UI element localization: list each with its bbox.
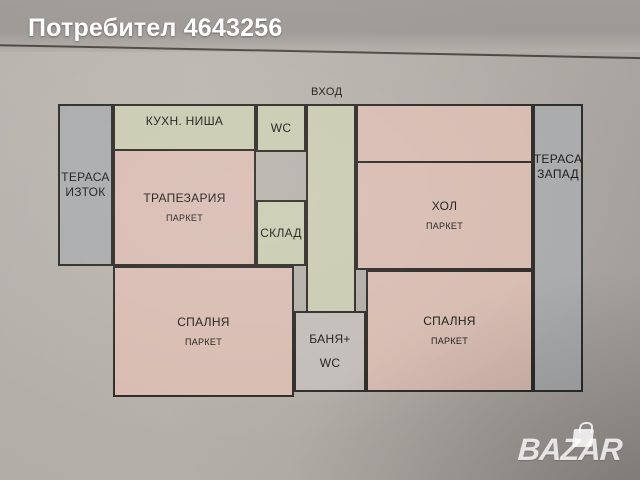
room-sklad[interactable]: СКЛАД xyxy=(256,200,306,266)
room-hol-upper-band[interactable] xyxy=(356,104,533,163)
watermark-text: BAZAR xyxy=(516,432,623,467)
room-name-line2: ИЗТОК xyxy=(65,185,106,199)
room-flooring: ПАРКЕТ xyxy=(184,336,223,347)
room-name: БАНЯ+ xyxy=(309,332,351,346)
room-kuhn-nisha[interactable]: КУХН. НИША xyxy=(113,104,256,151)
room-wc[interactable]: WC xyxy=(256,104,306,152)
room-banya-wc[interactable]: БАНЯ+ WC xyxy=(294,311,366,392)
room-trapezaria[interactable]: ТРАПЕЗАРИЯ ПАРКЕТ xyxy=(113,151,256,266)
room-name-line2: ЗАПАД xyxy=(537,167,579,181)
room-name: СКЛАД xyxy=(260,225,302,240)
room-spalnya-left[interactable]: СПАЛНЯ ПАРКЕТ xyxy=(113,266,294,397)
room-name: ТРАПЕЗАРИЯ xyxy=(143,190,226,205)
room-flooring: ПАРКЕТ xyxy=(425,220,464,231)
room-name: ХОЛ xyxy=(431,198,458,213)
room-name: СПАЛНЯ xyxy=(177,314,230,329)
room-terasa-zapad[interactable]: ТЕРАСА ЗАПАД xyxy=(533,104,583,392)
page-title: Потребител 4643256 xyxy=(28,14,283,42)
room-koridor[interactable] xyxy=(306,104,356,321)
bazar-watermark: BAZAR xyxy=(516,429,630,470)
room-name: ТЕРАСА xyxy=(61,170,110,184)
shopping-bag-icon xyxy=(572,429,594,447)
room-hol[interactable]: ХОЛ ПАРКЕТ xyxy=(356,163,533,270)
photo-top-strip xyxy=(0,0,640,52)
room-terasa-iztok[interactable]: ТЕРАСА ИЗТОК xyxy=(58,104,113,266)
room-flooring: ПАРКЕТ xyxy=(430,336,469,347)
room-name: КУХН. НИША xyxy=(145,114,224,128)
room-spalnya-right[interactable]: СПАЛНЯ ПАРКЕТ xyxy=(366,270,533,392)
room-name-line2: WC xyxy=(319,356,341,370)
room-name: ТЕРАСА xyxy=(533,152,583,166)
entrance-label: ВХОД xyxy=(311,86,343,98)
room-flooring: ПАРКЕТ xyxy=(165,212,204,223)
room-name: СПАЛНЯ xyxy=(423,314,476,329)
room-name: WC xyxy=(270,120,292,135)
